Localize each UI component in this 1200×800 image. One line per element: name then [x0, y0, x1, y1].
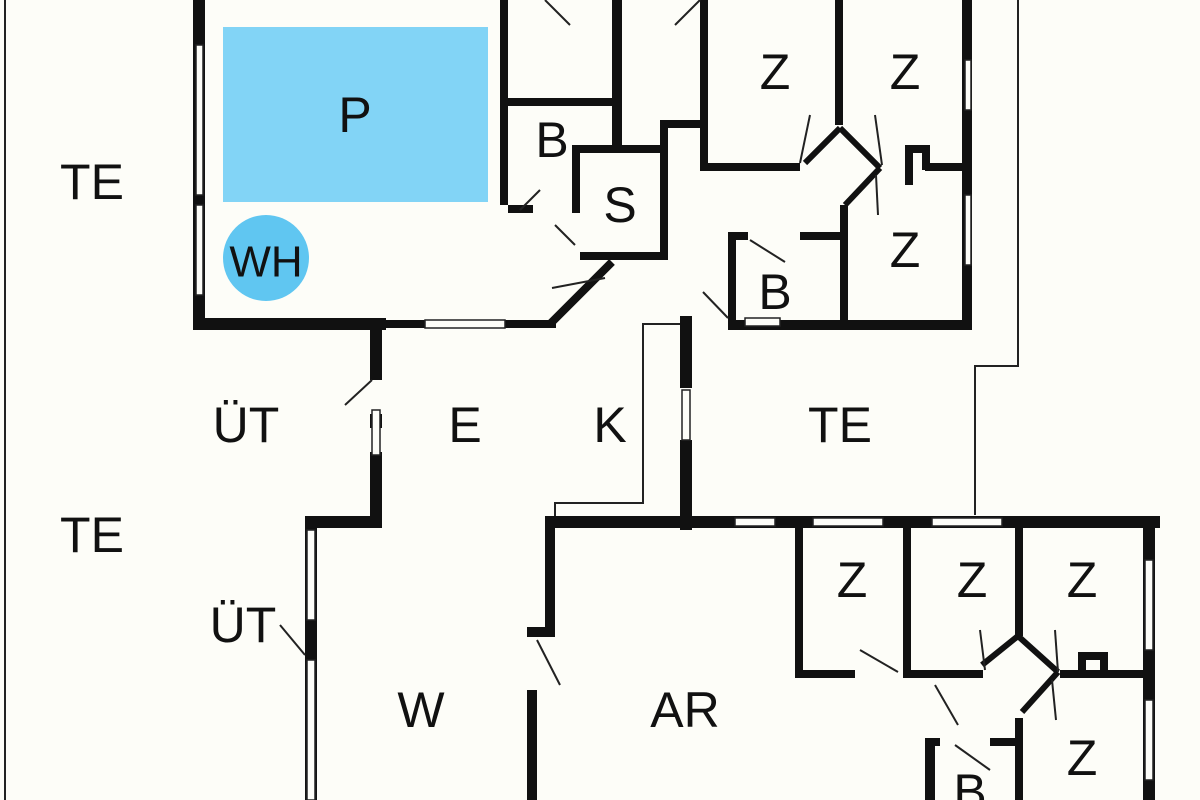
- whirlpool: [223, 215, 309, 301]
- room-label-terrace-left-top: TE: [60, 154, 124, 210]
- room-label-bath-upper-right: B: [758, 264, 791, 320]
- room-label-bedroom-upper-1: Z: [760, 44, 791, 100]
- walls: [193, 0, 1160, 800]
- room-label-outdoor-2: ÜT: [210, 597, 277, 653]
- doors: [279, 0, 1059, 771]
- room-label-sauna: S: [603, 177, 636, 233]
- terrace-outlines: [4, 0, 1019, 800]
- room-label-kitchen: K: [593, 397, 626, 453]
- room-label-bedroom-upper-3: Z: [890, 222, 921, 278]
- room-label-bedroom-upper-2: Z: [890, 44, 921, 100]
- room-label-bedroom-lower-3: Z: [1067, 552, 1098, 608]
- room-label-bedroom-lower-2: Z: [957, 552, 988, 608]
- room-label-bath-lower: B: [953, 764, 986, 800]
- pool-area: [223, 27, 488, 202]
- room-label-outdoor-1: ÜT: [213, 397, 280, 453]
- room-label-bedroom-lower-1: Z: [837, 552, 868, 608]
- room-label-bath-upper-left: B: [535, 112, 568, 168]
- room-label-dining: E: [448, 397, 481, 453]
- room-label-terrace-left-bottom: TE: [60, 507, 124, 563]
- room-label-pool: P: [338, 87, 371, 143]
- room-label-whirlpool: WH: [229, 238, 302, 287]
- diagonal-walls: [802, 125, 1061, 715]
- windows: [195, 44, 1154, 800]
- room-label-terrace-center: TE: [808, 397, 872, 453]
- room-label-living: W: [397, 682, 445, 738]
- room-label-workroom: AR: [650, 682, 719, 738]
- room-label-bedroom-lower-4: Z: [1067, 730, 1098, 786]
